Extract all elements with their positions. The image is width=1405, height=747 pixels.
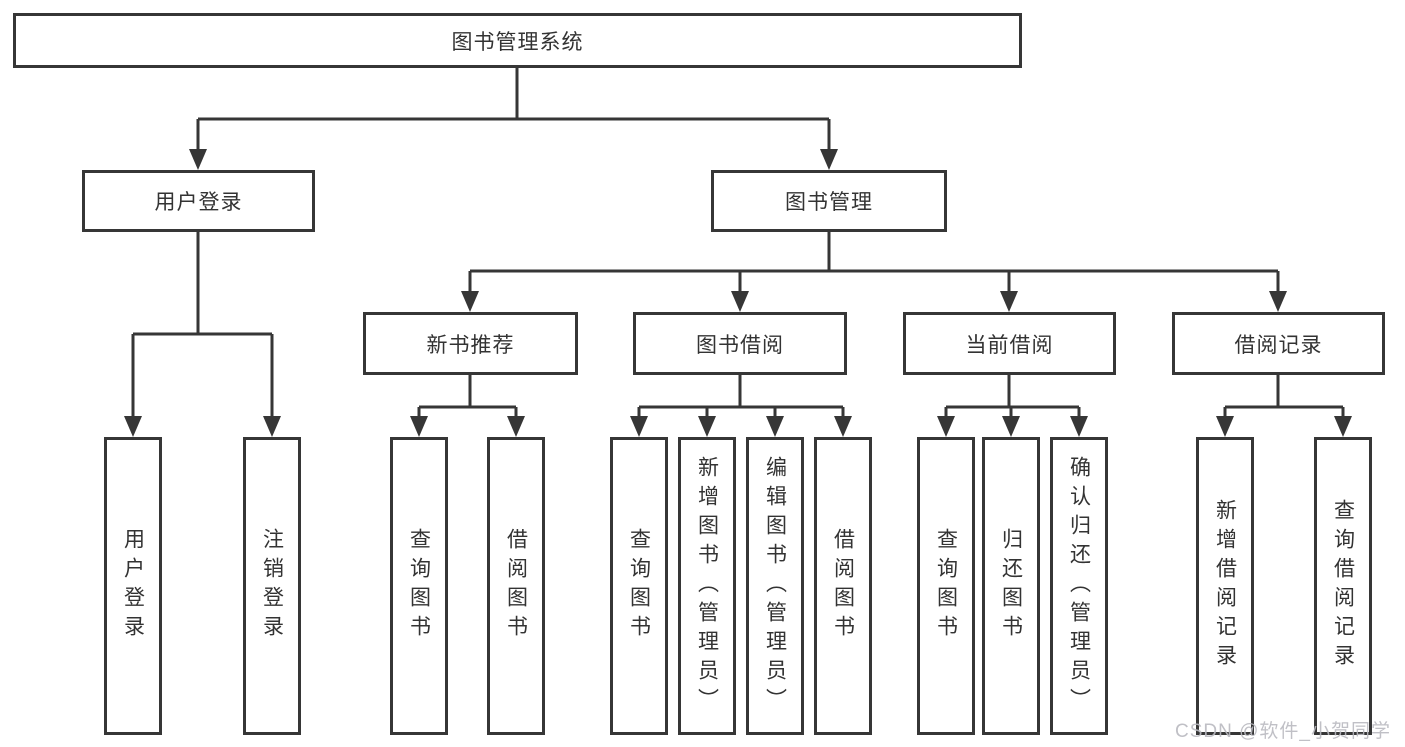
leaf-logout: 注销登录 — [243, 437, 301, 735]
leaf-edit-books-admin: 编辑图书（管理员） — [746, 437, 804, 735]
node-current-borrowing: 当前借阅 — [903, 312, 1116, 375]
leaf-query-borrow-record: 查询借阅记录 — [1314, 437, 1372, 735]
leaf-query-books-current: 查询图书 — [917, 437, 975, 735]
csdn-watermark: CSDN @软件_小贺同学 — [1175, 721, 1391, 742]
node-user-login: 用户登录 — [82, 170, 315, 232]
leaf-add-borrow-record: 新增借阅记录 — [1196, 437, 1254, 735]
node-book-borrowing: 图书借阅 — [633, 312, 847, 375]
leaf-borrow-books: 借阅图书 — [814, 437, 872, 735]
leaf-query-books-borrow: 查询图书 — [610, 437, 668, 735]
leaf-add-books-admin: 新增图书（管理员） — [678, 437, 736, 735]
leaf-query-books-recommend: 查询图书 — [390, 437, 448, 735]
node-book-management: 图书管理 — [711, 170, 947, 232]
node-borrowing-records: 借阅记录 — [1172, 312, 1385, 375]
leaf-borrow-books-recommend: 借阅图书 — [487, 437, 545, 735]
leaf-return-books: 归还图书 — [982, 437, 1040, 735]
leaf-confirm-return-admin: 确认归还（管理员） — [1050, 437, 1108, 735]
node-new-book-recommendation: 新书推荐 — [363, 312, 578, 375]
leaf-user-login: 用户登录 — [104, 437, 162, 735]
node-library-management-system: 图书管理系统 — [13, 13, 1022, 68]
